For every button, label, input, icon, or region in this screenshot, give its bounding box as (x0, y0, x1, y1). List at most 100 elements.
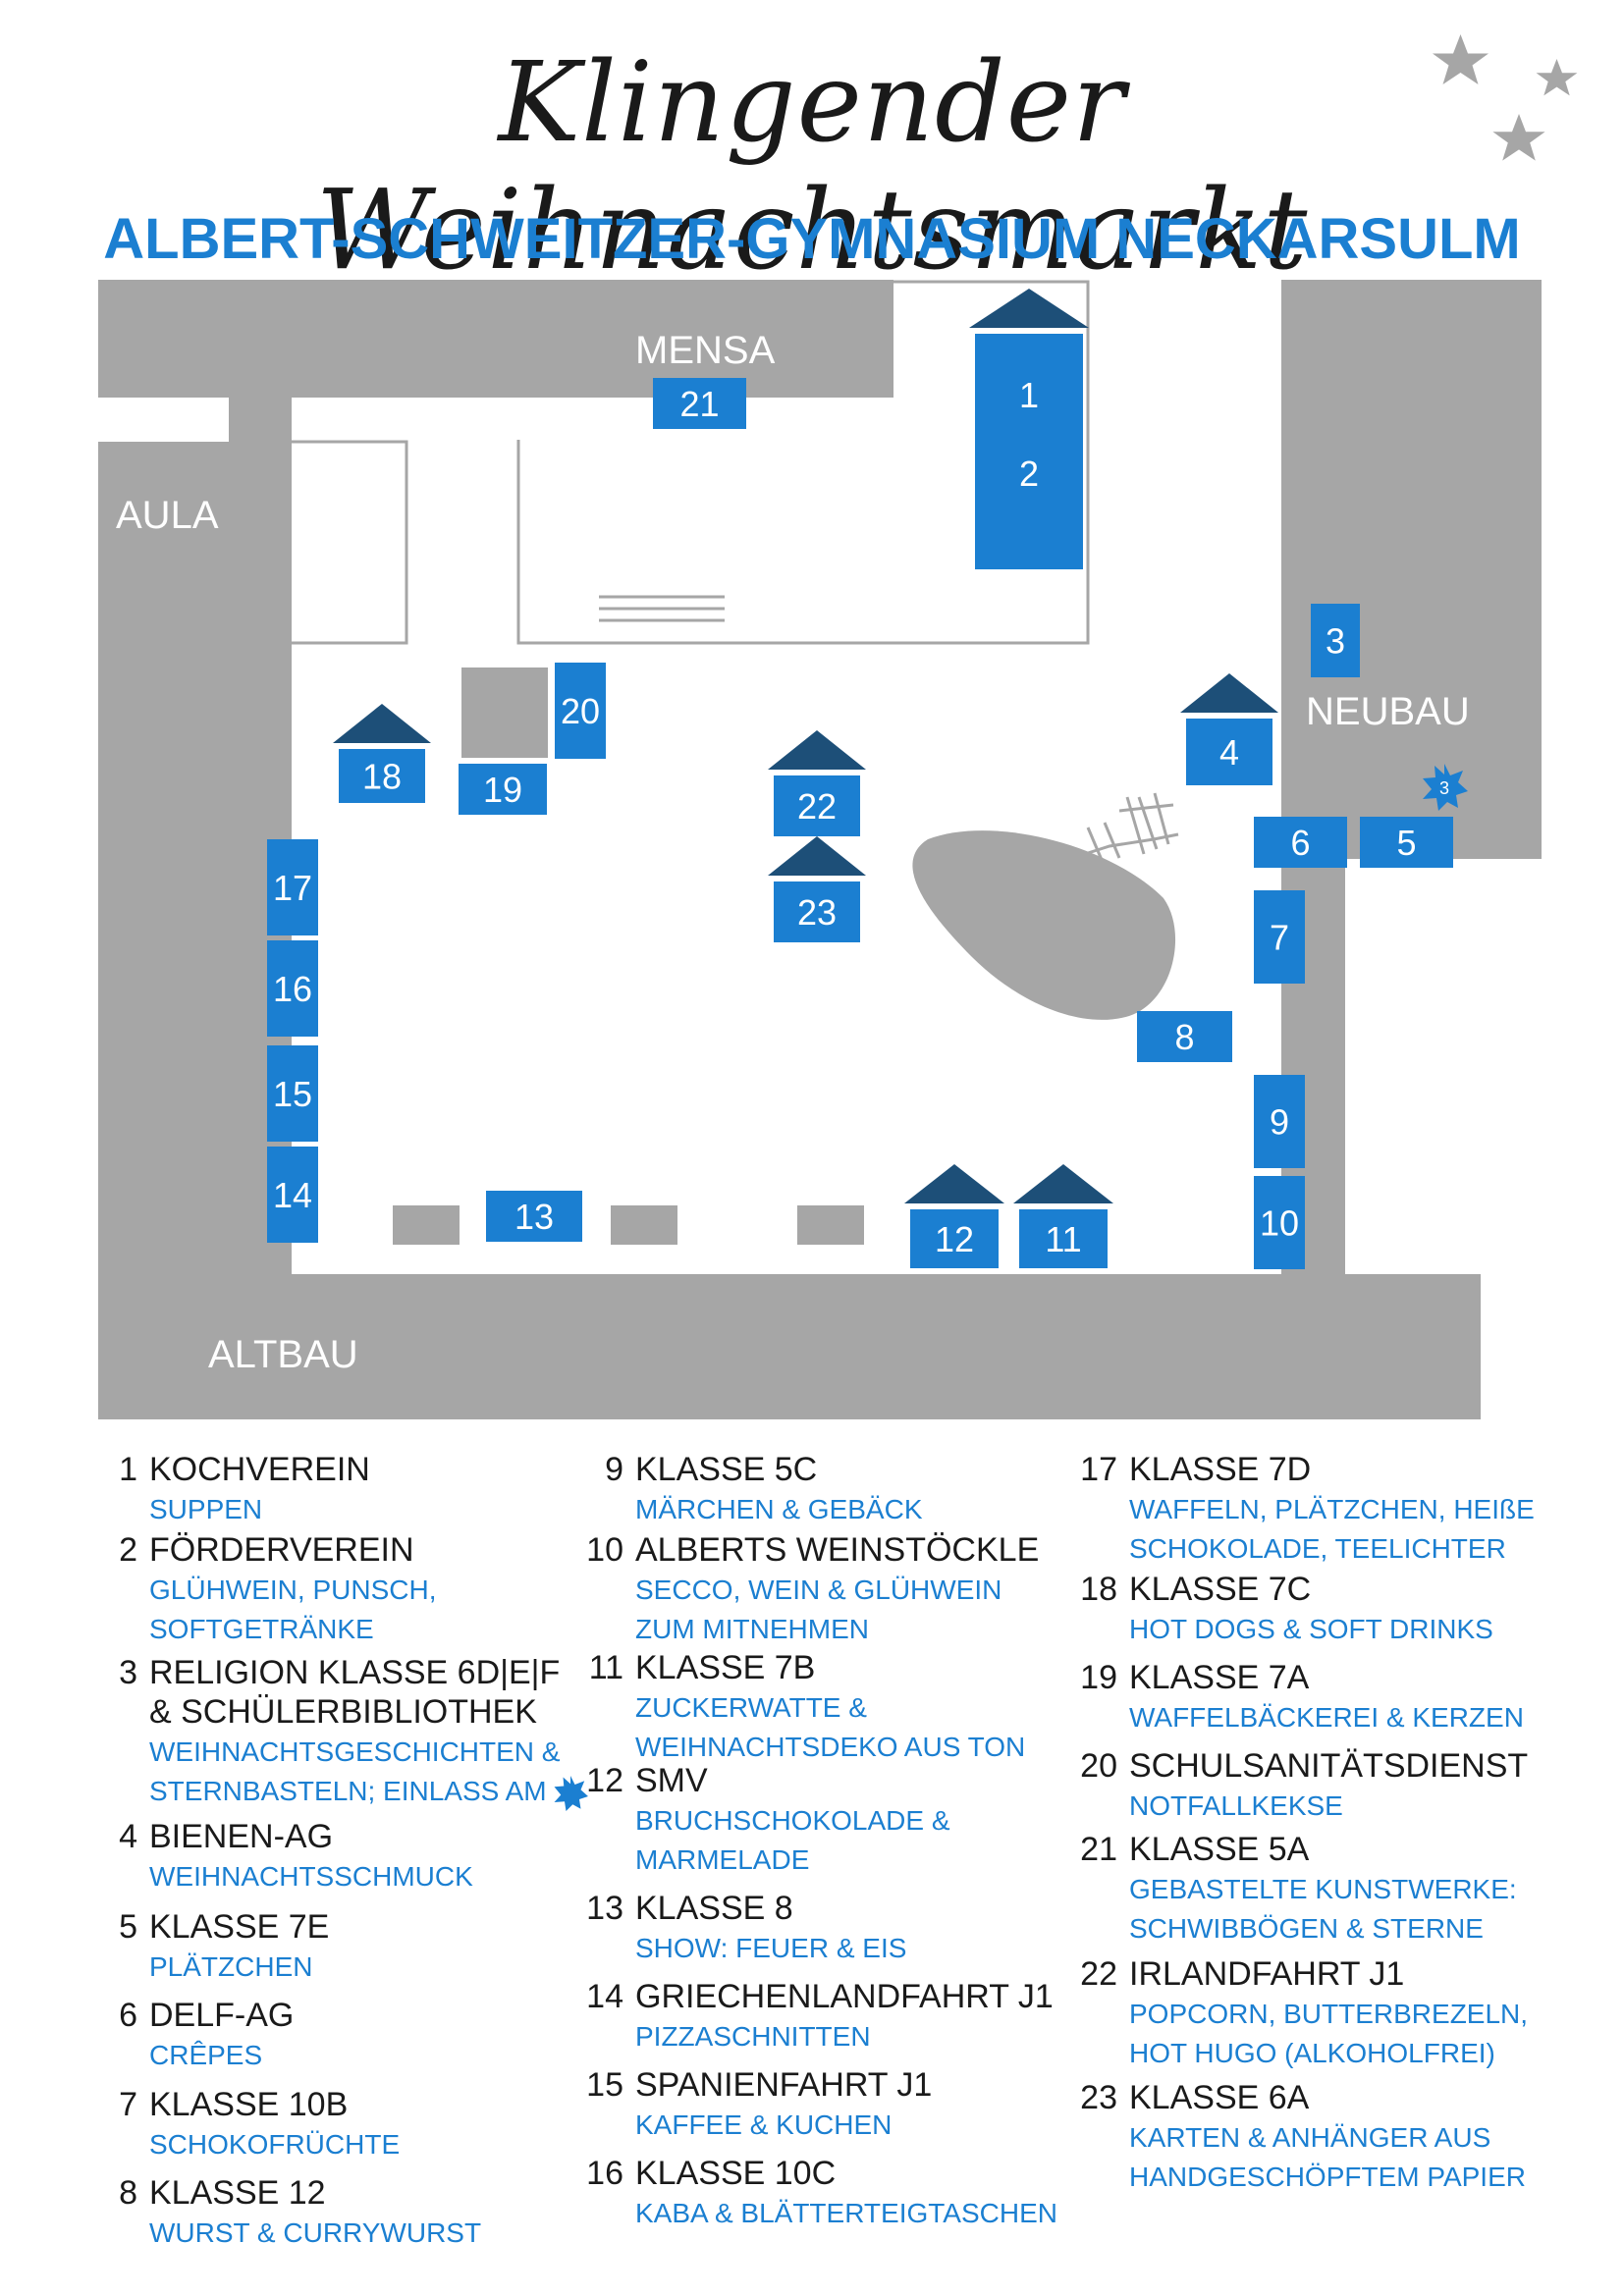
stand-19-box (459, 764, 547, 815)
stand-2-roof-icon (969, 289, 1089, 328)
aula-label: AULA (116, 494, 219, 537)
stand-23: 23 (768, 836, 866, 942)
legend-description: SOFTGETRÄNKE (149, 1614, 374, 1644)
legend-number: 15 (586, 2066, 623, 2104)
stand-12-roof-icon (904, 1164, 1004, 1203)
legend-description: HOT DOGS & SOFT DRINKS (1129, 1614, 1493, 1644)
legend-description: PLÄTZCHEN (149, 1951, 313, 1982)
legend-name: FÖRDERVEREIN (149, 1531, 414, 1569)
grey-bench-1 (393, 1205, 460, 1245)
stand-15-label: 15 (273, 1074, 312, 1114)
legend-number: 23 (1080, 2079, 1117, 2116)
legend-number: 19 (1080, 1659, 1117, 1696)
stand-14: 14 (267, 1147, 318, 1243)
stand-16-label: 16 (273, 969, 312, 1009)
legend-name: SMV (635, 1762, 708, 1799)
stand-5: 5 (1360, 817, 1453, 868)
stand-18-label: 18 (362, 757, 402, 797)
grey-bench-2 (611, 1205, 677, 1245)
legend-number: 22 (1080, 1955, 1117, 1993)
legend-name: KLASSE 7D (1129, 1451, 1312, 1488)
legend-name: BIENEN-AG (149, 1818, 334, 1855)
grey-block-near-19 (461, 667, 548, 758)
stand-18-box (339, 749, 425, 803)
legend-description: WEIHNACHTSSCHMUCK (149, 1861, 473, 1892)
stand-12-label: 12 (935, 1219, 974, 1259)
legend-description: MARMELADE (635, 1844, 810, 1875)
stand-9-label: 9 (1270, 1102, 1289, 1143)
legend-name: RELIGION KLASSE 6D|E|F (149, 1654, 561, 1691)
stand-23-roof-icon (768, 836, 866, 876)
stand-20-box (555, 663, 606, 759)
legend-description: HOT HUGO (ALKOHOLFREI) (1129, 2038, 1495, 2068)
stand-17: 17 (267, 839, 318, 935)
stand-10: 10 (1254, 1176, 1305, 1269)
stand-9-box (1254, 1075, 1305, 1168)
legend-description: HANDGESCHÖPFTEM PAPIER (1129, 2162, 1526, 2192)
stand-19-label: 19 (483, 770, 522, 810)
stand-3-box (1311, 604, 1360, 677)
neubau-building (1281, 280, 1542, 859)
stand-7-label: 7 (1270, 918, 1289, 958)
legend-number: 12 (586, 1762, 623, 1799)
legend-description: ZUM MITNEHMEN (635, 1614, 869, 1644)
stand-21-label: 21 (679, 384, 719, 424)
legend-name: KLASSE 7E (149, 1908, 330, 1946)
market-map: MENSA AULA NEUBAU ALTBAU 123456789101112… (98, 280, 1542, 1419)
legend-description: SCHOKOFRÜCHTE (149, 2129, 401, 2160)
legend-number: 10 (586, 1531, 623, 1569)
page-title: Klingender Weihnachtsmarkt (315, 39, 1309, 294)
stand-20-label: 20 (561, 691, 600, 731)
legend-name: KLASSE 7C (1129, 1571, 1312, 1608)
stand-22-label: 22 (797, 786, 837, 827)
entrance-marker-number: 3 (1439, 778, 1449, 798)
legend-name: KOCHVEREIN (149, 1451, 370, 1488)
legend-description: MÄRCHEN & GEBÄCK (635, 1494, 923, 1524)
legend-description: PIZZASCHNITTEN (635, 2021, 871, 2052)
legend-description: POPCORN, BUTTERBREZELN, (1129, 1999, 1529, 2029)
stand-17-box (267, 839, 318, 935)
legend-number: 13 (586, 1890, 623, 1927)
stand-21-box (653, 378, 746, 429)
legend-number: 20 (1080, 1747, 1117, 1785)
stand-15-box (267, 1045, 318, 1142)
legend-description: WEIHNACHTSGESCHICHTEN & (149, 1736, 561, 1767)
stand-11-box (1019, 1209, 1108, 1268)
pond (912, 830, 1176, 1020)
stand-4-label: 4 (1219, 732, 1239, 773)
legend-description: CRÊPES (149, 2040, 263, 2070)
stand-14-box (267, 1147, 318, 1243)
legend-number: 8 (119, 2174, 137, 2212)
stand-11: 11 (1013, 1164, 1113, 1268)
legend-number: 4 (119, 1818, 137, 1855)
stand-23-label: 23 (797, 892, 837, 933)
legend-name: DELF-AG (149, 1997, 295, 2034)
page-subtitle: ALBERT-SCHWEITZER-GYMNASIUM NECKARSULM (103, 207, 1521, 271)
legend-number: 5 (119, 1908, 137, 1946)
stand-18-roof-icon (333, 704, 431, 743)
legend-number: 7 (119, 2086, 137, 2123)
stand-8-label: 8 (1174, 1017, 1194, 1057)
legend-number: 3 (119, 1654, 137, 1691)
stand-12-box (910, 1209, 999, 1268)
stand-1-box (975, 334, 1083, 569)
outlines (292, 280, 1179, 861)
legend-name: KLASSE 6A (1129, 2079, 1310, 2116)
legend-description: STERNBASTELN; EINLASS AM (149, 1772, 588, 1811)
stand-7: 7 (1254, 890, 1305, 984)
stand-5-label: 5 (1396, 823, 1416, 863)
stand-4-box (1186, 719, 1272, 785)
legend-description: SUPPEN (149, 1494, 263, 1524)
legend-number: 2 (119, 1531, 137, 1569)
stand-22-roof-icon (768, 730, 866, 770)
aula-building (98, 442, 292, 1276)
stand-22-box (774, 775, 860, 836)
stand-10-label: 10 (1260, 1203, 1299, 1244)
stand-6: 6 (1254, 817, 1347, 868)
stand-17-label: 17 (273, 868, 312, 908)
legend-description: SHOW: FEUER & EIS (635, 1933, 907, 1963)
stand-6-box (1254, 817, 1347, 868)
stand-6-label: 6 (1290, 823, 1310, 863)
legend-description: GEBASTELTE KUNSTWERKE: (1129, 1874, 1517, 1904)
stand-11-label: 11 (1045, 1219, 1081, 1259)
